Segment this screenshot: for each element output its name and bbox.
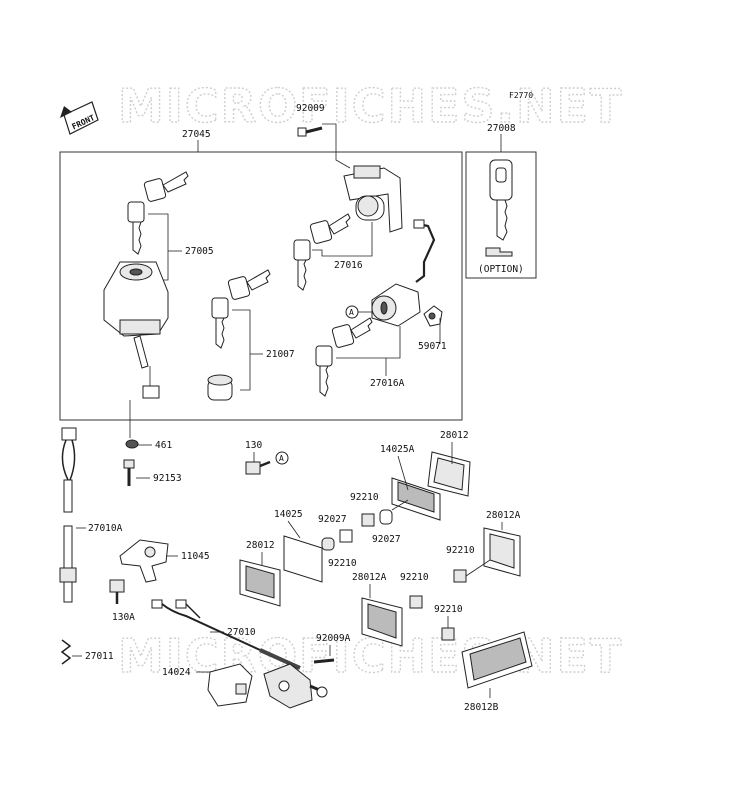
key-pair-27016A-icon (315, 317, 373, 397)
nut-92210-c-icon (453, 569, 467, 583)
cable-lock-icon (371, 219, 436, 327)
part-label-14025A: 14025A (380, 444, 415, 455)
part-label-92210-e: 92210 (434, 604, 463, 615)
bolt-130A-icon (109, 579, 125, 604)
part-label-92009: 92009 (296, 103, 325, 114)
seat-lock-bracket-icon (343, 165, 403, 233)
ref-mark-a-bottom: A (275, 451, 289, 465)
key-pair-21007-icon (211, 269, 271, 349)
bolt-130-icon (245, 460, 271, 475)
figure-code: F2770 (509, 91, 533, 100)
lens-28012-mid-icon (239, 559, 281, 607)
part-label-92210-c: 92210 (446, 545, 475, 556)
screw-92009A-icon (313, 658, 335, 664)
svg-text:A: A (349, 308, 354, 317)
part-label-130A: 130A (112, 612, 135, 623)
part-label-92210-d: 92210 (400, 572, 429, 583)
part-label-28012B: 28012B (464, 702, 499, 713)
option-key-icon (485, 159, 513, 257)
grommet-92027-b-icon (321, 537, 335, 551)
part-label-27016A: 27016A (370, 378, 405, 389)
nut-92210-d-icon (409, 595, 423, 609)
nut-92210-b-icon (339, 529, 353, 543)
part-label-92027-b: 92027 (318, 514, 347, 525)
screw-92009-icon (297, 126, 323, 137)
front-arrow-icon: FRONT (60, 101, 99, 135)
lens-28012B-icon (461, 631, 533, 689)
lock-cap-icon (207, 374, 233, 401)
part-label-28012A-right: 28012A (486, 510, 521, 521)
ref-mark-a-top: A (345, 305, 359, 319)
part-label-27045: 27045 (182, 129, 211, 140)
part-label-28012-mid: 28012 (246, 540, 275, 551)
kit-27045-frame (59, 151, 463, 421)
harness-27010A-icon (59, 427, 77, 603)
part-label-21007: 21007 (266, 349, 295, 360)
key-pair-27016-icon (293, 213, 351, 291)
svg-text:A: A (279, 454, 284, 463)
part-label-27005: 27005 (185, 246, 214, 257)
clip-27011-icon (60, 639, 72, 665)
part-label-28012A-mid: 28012A (352, 572, 387, 583)
option-label: (OPTION) (478, 264, 524, 275)
bolt-92153-icon (123, 459, 135, 486)
watermark-top: MICROFICHES.NET (118, 79, 623, 133)
reflector-14025-icon (283, 535, 323, 583)
part-label-461: 461 (155, 440, 172, 451)
part-label-92153: 92153 (153, 473, 182, 484)
bracket-14024-icon (207, 663, 253, 707)
part-label-27010A: 27010A (88, 523, 123, 534)
part-label-14024: 14024 (162, 667, 191, 678)
lens-28012A-right-icon (483, 527, 521, 577)
lens-28012-top-icon (427, 451, 471, 497)
part-label-92027-a: 92027 (372, 534, 401, 545)
part-label-11045: 11045 (181, 551, 210, 562)
part-label-27008: 27008 (487, 123, 516, 134)
watermark-bottom: MICROFICHES.NET (118, 629, 623, 683)
part-label-92009A: 92009A (316, 633, 351, 644)
part-label-28012-top: 28012 (440, 430, 469, 441)
lens-28012A-mid-icon (361, 597, 403, 647)
part-label-27016: 27016 (334, 260, 363, 271)
part-label-27010: 27010 (227, 627, 256, 638)
part-label-92210-b: 92210 (328, 558, 357, 569)
part-label-130: 130 (245, 440, 262, 451)
part-label-14025: 14025 (274, 509, 303, 520)
part-label-92210-a: 92210 (350, 492, 379, 503)
part-label-27011: 27011 (85, 651, 114, 662)
reflector-14025A-icon (391, 477, 441, 521)
grommet-92027-a-icon (379, 509, 393, 525)
bracket-11045-icon (119, 539, 169, 583)
nut-92210-a-icon (361, 513, 375, 527)
bracket-59071-icon (423, 305, 443, 327)
washer-461-icon (125, 439, 139, 449)
key-pair-27005-icon (127, 171, 189, 255)
ignition-switch-icon (103, 261, 169, 399)
nut-92210-e-icon (441, 627, 455, 641)
switch-cable-27010-icon (151, 599, 328, 709)
part-label-59071: 59071 (418, 341, 447, 352)
